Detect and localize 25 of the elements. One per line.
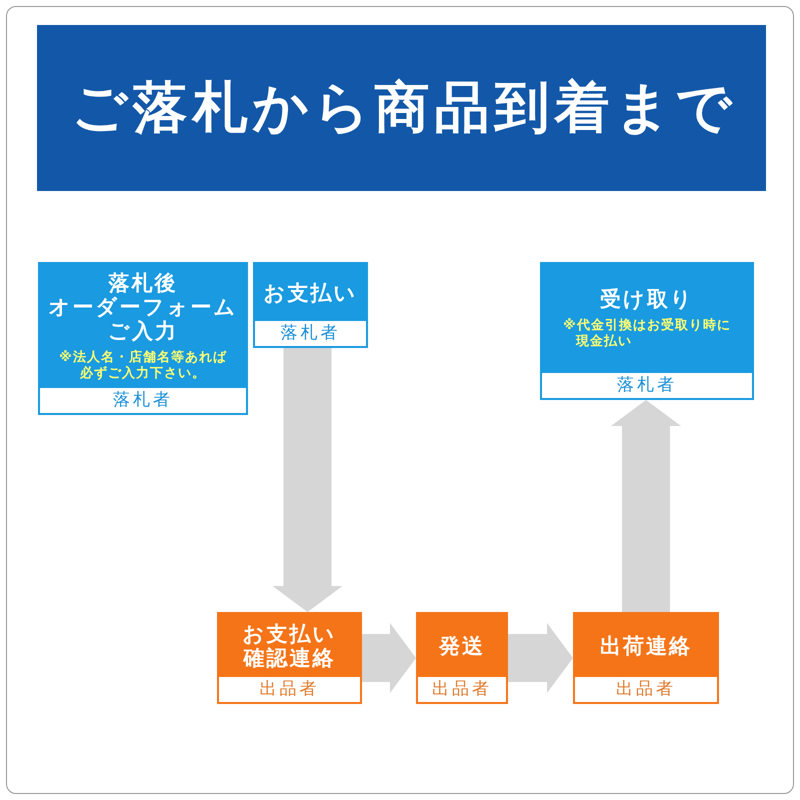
step-box [573,612,719,704]
role-label: 落札者 [40,388,246,413]
step-title: お支払い [264,280,358,304]
role-label: 落札者 [542,373,752,398]
step-box [253,262,368,348]
block-arrow [611,400,681,612]
step-box [540,262,754,400]
block-arrow [272,348,342,612]
role-label: 落札者 [255,321,366,346]
step-title: 発送 [439,634,485,658]
note-text: ※法人名・店舗名等あれば必ずご入力下さい。 [59,350,227,382]
step-title: 出荷連絡 [600,634,692,658]
step-box [416,612,508,704]
role-label: 出品者 [418,677,506,702]
role-label: 出品者 [219,677,360,702]
title-banner: ご落札から商品到着まで [37,25,766,191]
block-arrow [508,623,573,693]
role-label: 出品者 [575,677,717,702]
block-arrow [362,623,416,693]
note-text: ※代金引換はお受取り時に現金払い [563,318,731,350]
step-box [217,612,362,704]
step-title: 受け取り [600,287,694,311]
step-title: お支払い確認連絡 [242,622,336,670]
step-box [38,262,248,415]
step-title: 落札後オーダーフォームご入力 [48,270,238,342]
